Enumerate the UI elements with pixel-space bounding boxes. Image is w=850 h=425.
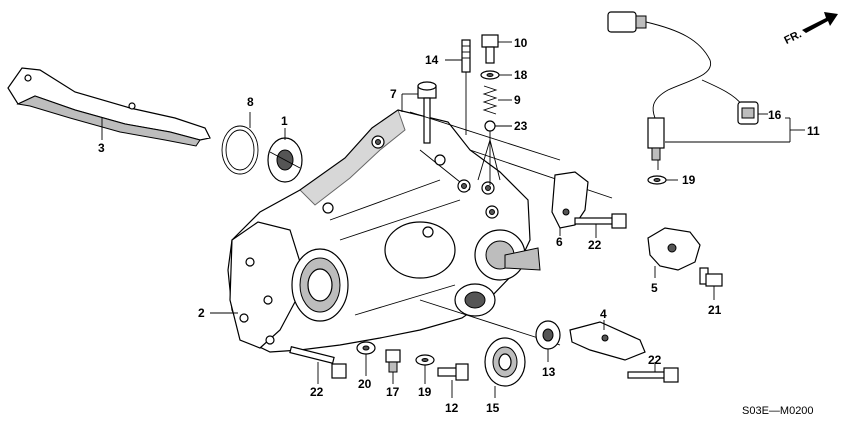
part-label: 19 <box>418 385 432 399</box>
part-7-plug <box>417 81 437 144</box>
part-label: 14 <box>425 53 439 67</box>
part-label: 22 <box>588 238 602 252</box>
part-label: 3 <box>98 141 105 155</box>
part-label: 22 <box>648 353 662 367</box>
part-5-bracket <box>647 227 701 271</box>
part-4-bracket <box>569 321 646 361</box>
fr-label: FR. <box>782 28 803 47</box>
part-22-bolt-upper <box>574 213 627 229</box>
part-14-stud <box>461 39 471 135</box>
part-11-sensor-harness <box>607 11 743 170</box>
part-8-snap-ring <box>221 125 259 175</box>
part-17-drain-plug <box>385 349 401 373</box>
part-22-bolt-lower <box>289 346 347 379</box>
part-15-oil-seal <box>484 337 526 387</box>
part-label: 17 <box>386 385 400 399</box>
fr-direction-arrow <box>802 12 838 33</box>
part-19-washer <box>647 175 667 185</box>
part-label: 16 <box>768 108 782 122</box>
drawing-code: S03E—M0200 <box>742 405 814 417</box>
part-label: 7 <box>390 87 397 101</box>
part-3-bracket <box>7 67 211 147</box>
part-9-spring <box>482 85 498 115</box>
part-label: 11 <box>807 124 820 138</box>
part-22-bolt-right <box>627 367 679 383</box>
part-label: 23 <box>514 119 528 133</box>
part-label: 10 <box>514 36 528 50</box>
part-label: 18 <box>514 68 528 82</box>
part-label: 2 <box>198 306 205 320</box>
part-label: 5 <box>651 281 658 295</box>
part-23-ball <box>484 120 496 132</box>
part-21-bolt <box>699 267 723 287</box>
part-12-bolt <box>437 363 469 381</box>
part-label: 9 <box>514 93 521 107</box>
part-label: 1 <box>281 114 288 128</box>
part-19-washer-lower <box>415 354 435 366</box>
part-18-washer <box>480 70 500 80</box>
part-label: 22 <box>310 385 324 399</box>
part-label: 12 <box>445 401 459 415</box>
part-16-connector <box>737 101 759 125</box>
part-2-transmission-case <box>227 109 541 353</box>
part-1-plate <box>267 137 303 183</box>
part-label: 8 <box>247 95 254 109</box>
part-label: 6 <box>556 235 563 249</box>
part-label: 13 <box>542 365 556 379</box>
part-label: 15 <box>486 401 500 415</box>
part-13-seal <box>535 320 561 350</box>
part-label: 19 <box>682 173 696 187</box>
part-label: 4 <box>600 307 607 321</box>
part-10-bolt <box>481 34 499 64</box>
part-20-washer <box>356 341 376 355</box>
part-label: 21 <box>708 303 722 317</box>
part-label: 20 <box>358 377 372 391</box>
